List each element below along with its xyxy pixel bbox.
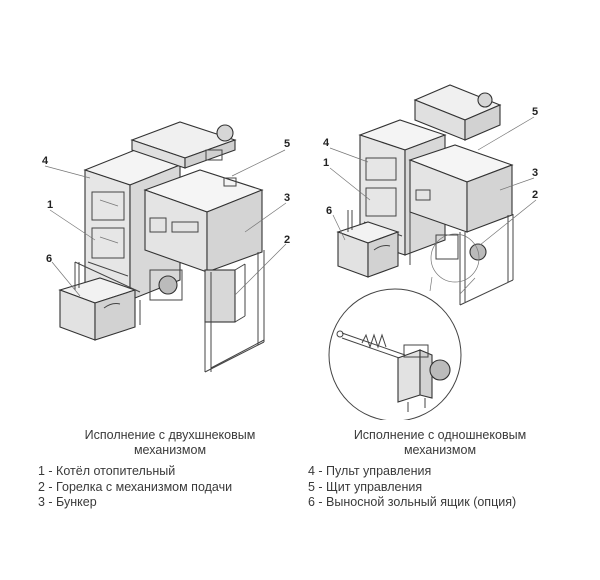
- legend-left-column: 1 - Котёл отопительный 2 - Горелка с мех…: [38, 464, 232, 511]
- left-assembly-drawing: 4 1 6 5 3 2: [42, 121, 290, 373]
- left-callout-4: 4: [42, 155, 49, 167]
- left-callout-5: 5: [284, 138, 290, 150]
- right-ash-box: [336, 210, 400, 278]
- left-leader-lines: [44, 149, 287, 297]
- right-callout-6: 6: [326, 205, 332, 217]
- left-callout-2: 2: [284, 234, 290, 246]
- left-bunker: [143, 169, 264, 273]
- right-frame: [409, 212, 514, 306]
- technical-drawing: 4 1 6 5 3 2: [42, 84, 538, 420]
- right-callout-3: 3: [532, 167, 538, 179]
- legend-item-4: 4 - Пульт управления: [308, 464, 432, 478]
- left-ash-box: [58, 261, 141, 341]
- left-frame: [139, 250, 265, 373]
- left-burner: [149, 263, 246, 323]
- right-callout-5: 5: [532, 106, 538, 118]
- legend-item-5: 5 - Щит управления: [308, 479, 423, 494]
- left-callout-6: 6: [46, 253, 52, 265]
- right-callout-2: 2: [532, 189, 538, 201]
- right-control-box: [413, 84, 502, 141]
- right-burner: [430, 233, 487, 283]
- legend-right-column: 4 - Пульт управления 5 - Щит управления …: [308, 464, 516, 511]
- legend-item-6: 6 - Выносной зольный ящик (опция): [308, 495, 517, 509]
- right-detail-circle: [328, 276, 476, 420]
- right-leader-lines: [329, 116, 537, 246]
- left-callout-3: 3: [284, 192, 290, 204]
- left-top-lid: [130, 121, 237, 169]
- right-assembly-drawing: 4 1 6 5 3 2: [323, 84, 538, 420]
- right-bunker: [408, 144, 514, 233]
- right-callout-1: 1: [323, 157, 329, 169]
- right-caption: Исполнение с одношнековым механизмом: [353, 428, 527, 457]
- left-caption: Исполнение с двухшнековым механизмом: [84, 428, 256, 457]
- legend-item-2: 2 - Горелка с механизмом подачи: [38, 479, 233, 494]
- legend-item-3: 3 - Бункер: [38, 495, 97, 509]
- legend-item-1: 1 - Котёл отопительный: [38, 464, 176, 478]
- right-callout-4: 4: [323, 137, 330, 149]
- left-callout-1: 1: [47, 199, 53, 211]
